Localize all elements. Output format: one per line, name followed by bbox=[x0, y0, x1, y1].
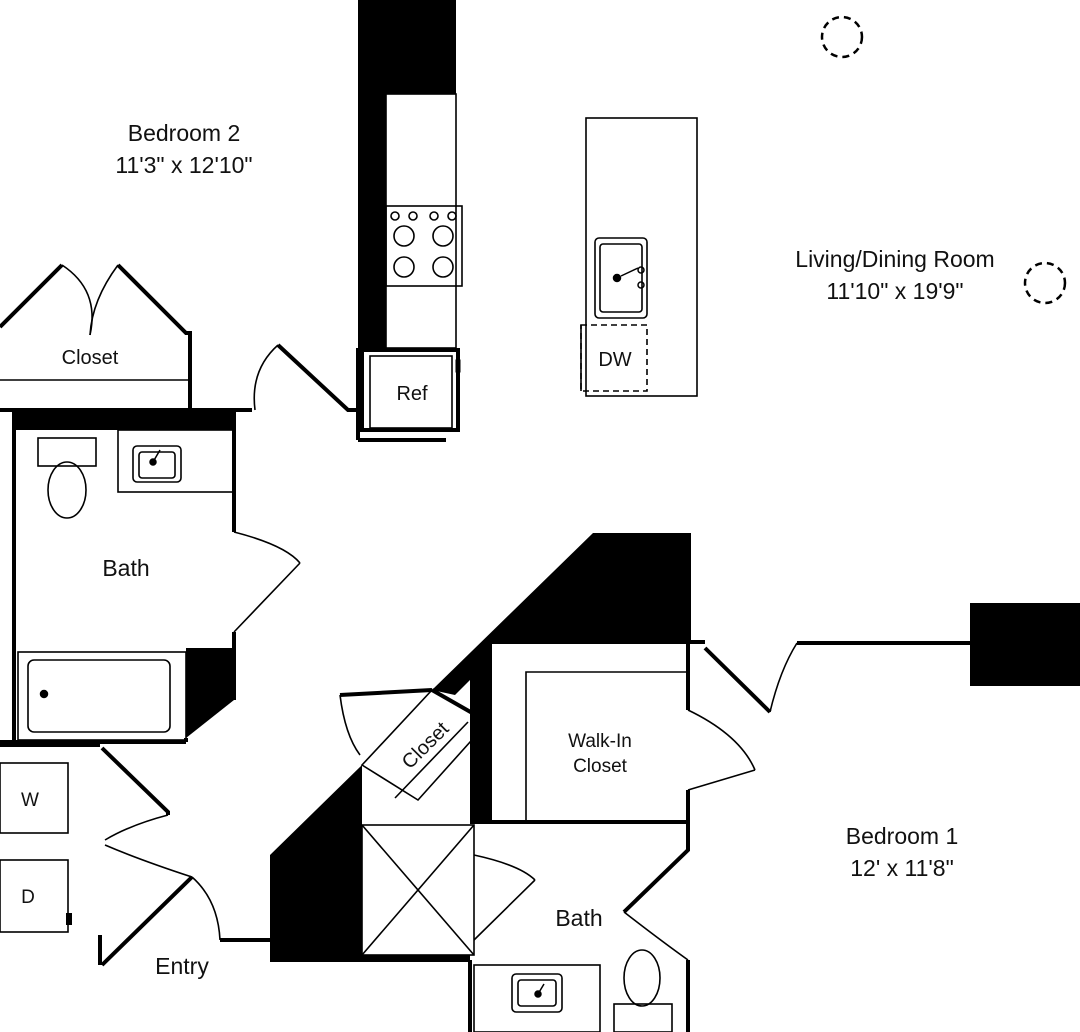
bedroom1-name: Bedroom 1 bbox=[846, 823, 959, 849]
living-name: Living/Dining Room bbox=[795, 246, 994, 272]
bath-upper-label: Bath bbox=[102, 555, 149, 581]
bedroom2-size: 11'3" x 12'10" bbox=[115, 152, 252, 178]
walkin-line1: Walk-In bbox=[568, 731, 632, 752]
closet-upper-label: Closet bbox=[62, 347, 119, 369]
bath-corner-block bbox=[186, 648, 234, 738]
lower-left-wall-block bbox=[270, 765, 470, 962]
living-size: 11'10" x 19'9" bbox=[826, 278, 963, 304]
bedroom1-size: 12' x 11'8" bbox=[850, 855, 953, 881]
refrigerator-icon bbox=[360, 348, 461, 432]
wall-lines bbox=[0, 263, 970, 1032]
dw-label: DW bbox=[598, 349, 631, 371]
thin-lines bbox=[0, 93, 798, 1032]
washer-label: W bbox=[21, 790, 39, 811]
bedroom2-name: Bedroom 2 bbox=[128, 120, 241, 146]
kitchen-wall-column bbox=[358, 0, 456, 348]
cooktop-icon bbox=[385, 205, 463, 287]
bath-lower-label: Bath bbox=[555, 905, 602, 931]
bath-top-wall bbox=[14, 410, 236, 430]
column-circles bbox=[820, 15, 1067, 305]
dryer-vent-icon bbox=[66, 913, 72, 925]
ref-label: Ref bbox=[396, 383, 428, 405]
dryer-label: D bbox=[21, 887, 35, 908]
central-wall-triangle bbox=[432, 533, 691, 822]
wall-masses bbox=[14, 0, 1080, 962]
entry-label: Entry bbox=[155, 953, 209, 979]
faucet-icons bbox=[39, 266, 645, 998]
right-wall-block bbox=[970, 603, 1080, 686]
walkin-line2: Closet bbox=[573, 756, 628, 777]
